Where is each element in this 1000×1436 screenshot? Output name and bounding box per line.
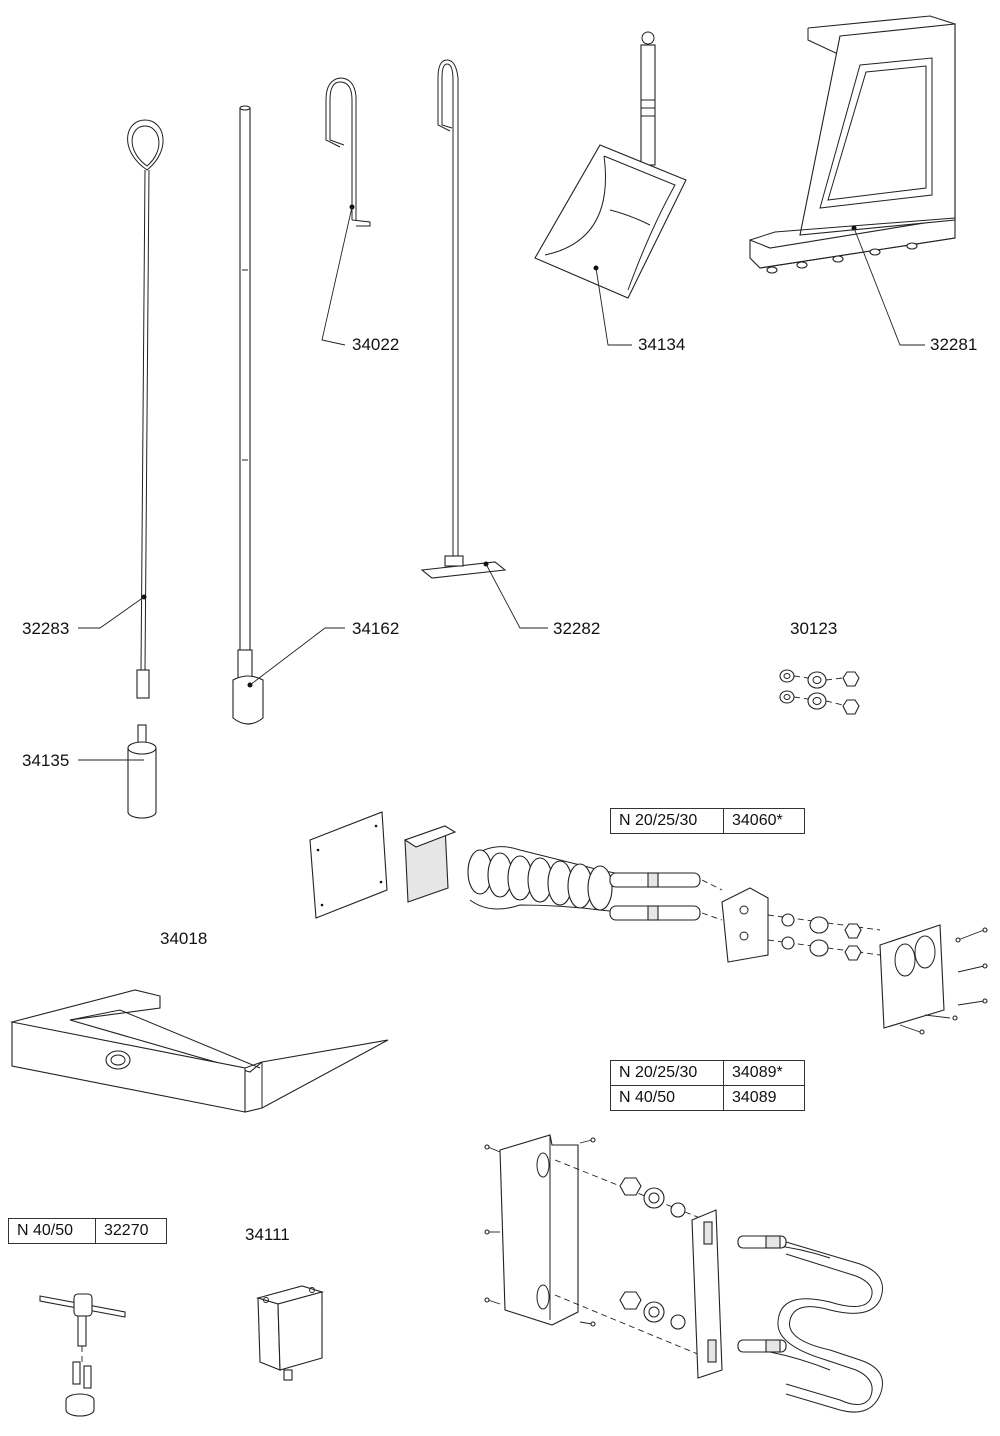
table-cell-model: N 20/25/30: [610, 808, 724, 834]
table-cell-part: 34089*: [723, 1060, 805, 1086]
part-32282-scraper: [420, 59, 507, 579]
table-cell-model: N 20/25/30: [610, 1060, 724, 1086]
part-34162-pipe-tool: [232, 105, 264, 725]
part-34134-shovel: [534, 31, 687, 299]
table-row: N 40/50 32270: [8, 1218, 167, 1244]
part-34018-ash-drawer: [10, 989, 389, 1113]
part-34111-box: [256, 1285, 324, 1381]
table-cell-model: N 40/50: [610, 1085, 724, 1111]
part-32270-key-tool: [39, 1293, 126, 1417]
model-part-table-34089: N 20/25/30 34089* N 40/50 34089: [610, 1060, 805, 1111]
model-part-table-34060: N 20/25/30 34060*: [610, 808, 805, 834]
callout-label-34134: 34134: [638, 335, 686, 354]
table-row: N 40/50 34089: [610, 1085, 805, 1111]
part-34089-heating-element-assembly: [484, 1134, 883, 1413]
callout-label-34018: 34018: [160, 929, 208, 948]
part-32281-tool-holder: [749, 15, 956, 274]
callout-label-34162: 34162: [352, 619, 400, 638]
callout-label-34111: 34111: [245, 1225, 290, 1244]
callout-label-30123: 30123: [790, 619, 838, 638]
callout-label-32283: 32283: [22, 619, 70, 638]
callout-leader-lines: [78, 206, 925, 761]
callout-label-32282: 32282: [553, 619, 601, 638]
part-34060-heating-element-assembly: [309, 811, 988, 1035]
model-part-table-32270: N 40/50 32270: [8, 1218, 167, 1244]
table-cell-model: N 40/50: [8, 1218, 96, 1244]
table-cell-part: 32270: [95, 1218, 167, 1244]
callout-label-34135: 34135: [22, 751, 70, 770]
table-cell-part: 34089: [723, 1085, 805, 1111]
table-cell-part: 34060*: [723, 808, 805, 834]
callout-label-32281: 32281: [930, 335, 978, 354]
part-32283-poker-rod: [127, 119, 164, 699]
part-30123-washer-nut-set: [779, 669, 860, 715]
part-34022-hook: [325, 77, 371, 227]
table-row: N 20/25/30 34060*: [610, 808, 805, 834]
callout-label-34022: 34022: [352, 335, 400, 354]
part-34135-cylinder: [127, 724, 157, 819]
table-row: N 20/25/30 34089*: [610, 1060, 805, 1086]
